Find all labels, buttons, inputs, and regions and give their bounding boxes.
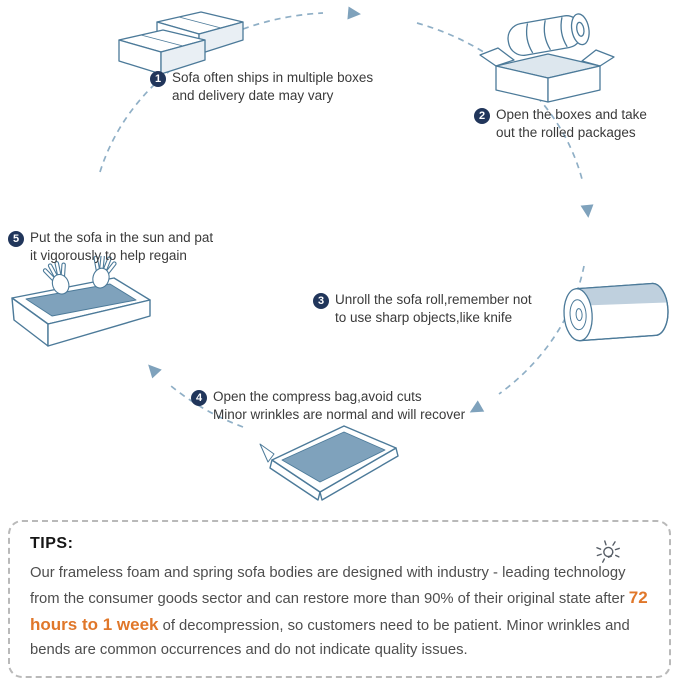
step-3-text: Unroll the sofa roll,remember not to use…: [335, 292, 532, 326]
step-5-number: 5: [8, 231, 24, 247]
step-5: 5 Put the sofa in the sun and pat it vig…: [8, 229, 258, 265]
step-4-number: 4: [191, 390, 207, 406]
step-1-text: Sofa often ships in multiple boxes and d…: [172, 70, 374, 104]
tips-body-after: of decompression, so customers need to b…: [30, 618, 630, 659]
step-1: 1 Sofa often ships in multiple boxes and…: [150, 69, 410, 105]
step-3: 3 Unroll the sofa roll,remember not to u…: [313, 291, 553, 327]
step-5-text: Put the sofa in the sun and pat it vigor…: [30, 230, 214, 264]
step-4: 4 Open the compress bag,avoid cuts Minor…: [191, 388, 501, 424]
arrowhead-right: [580, 204, 594, 218]
rolled-package: [507, 13, 590, 56]
arc-step4-to-step5: [170, 385, 244, 428]
tips-body: Our frameless foam and spring sofa bodie…: [30, 562, 649, 662]
arrowhead-bottom-left: [148, 364, 162, 379]
step-2: 2 Open the boxes and take out the rolled…: [474, 106, 674, 142]
rolled-sofa-illustration: [563, 282, 669, 342]
tips-body-before: Our frameless foam and spring sofa bodie…: [30, 565, 629, 608]
sofa-with-pressing-hands-illustration: [11, 256, 151, 347]
tips-box: TIPS: Our frameless foam and spring sofa…: [8, 520, 671, 678]
compress-bag-illustration: [259, 425, 399, 501]
shining-bulb-icon: [596, 540, 620, 563]
tips-highlight: 72 hours to 1 week: [30, 588, 648, 635]
stacked-shipping-boxes-illustration: [118, 11, 244, 75]
step-2-text: Open the boxes and take out the rolled p…: [496, 107, 647, 141]
arc-to-top-arrow: [242, 12, 324, 30]
arrowhead-top: [347, 6, 361, 20]
step-2-number: 2: [474, 108, 490, 124]
step-4-text: Open the compress bag,avoid cuts Minor w…: [213, 389, 466, 423]
right-hand: [92, 256, 117, 289]
arrowhead-bottom-right: [469, 400, 485, 413]
arc-step3-to-step4: [498, 265, 585, 395]
left-hand: [42, 261, 70, 295]
step-3-number: 3: [313, 293, 329, 309]
open-box-with-rolled-package-illustration: [479, 13, 615, 103]
tips-title: TIPS:: [30, 535, 74, 552]
step-1-number: 1: [150, 71, 166, 87]
open-carton: [479, 47, 615, 103]
